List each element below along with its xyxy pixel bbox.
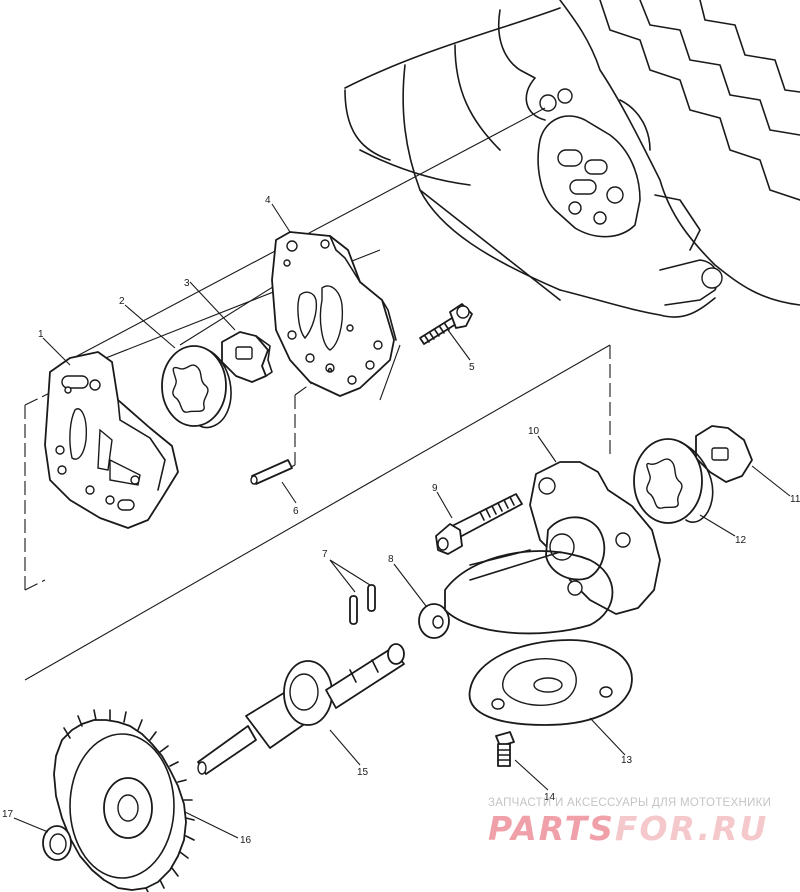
part-2-outer-rotor xyxy=(161,345,232,429)
crankcase xyxy=(344,0,800,318)
callout-15: 15 xyxy=(357,767,369,778)
callout-1: 1 xyxy=(38,329,44,340)
callout-16: 16 xyxy=(240,835,252,846)
callout-12: 12 xyxy=(735,535,747,546)
watermark-logo-part2: FOR.RU xyxy=(614,809,769,848)
part-7-pins xyxy=(349,584,376,625)
part-6-dowel-pin xyxy=(250,459,293,485)
leader-lines xyxy=(13,203,791,839)
callout-3: 3 xyxy=(184,278,190,289)
callout-5: 5 xyxy=(469,362,475,373)
part-14-screw xyxy=(495,731,515,767)
part-13-cover-plate xyxy=(468,639,633,726)
watermark-tagline: ЗАПЧАСТИ И АКСЕССУАРЫ ДЛЯ МОТОТЕХНИКИ xyxy=(488,797,772,809)
callout-13: 13 xyxy=(621,755,633,766)
callout-9: 9 xyxy=(432,483,438,494)
callout-8: 8 xyxy=(388,554,394,565)
cover-gasket xyxy=(444,549,614,635)
part-10-pump-cover xyxy=(529,461,661,615)
callout-4: 4 xyxy=(265,195,271,206)
part-4-pump-plate xyxy=(271,231,397,397)
part-9-long-bolt xyxy=(435,493,523,555)
part-12-outer-rotor xyxy=(633,438,714,524)
callout-11: 11 xyxy=(790,494,800,505)
watermark-logo: PARTSFOR.RU xyxy=(488,809,768,848)
callout-10: 10 xyxy=(528,426,540,437)
callout-7: 7 xyxy=(322,549,328,560)
callout-17: 17 xyxy=(2,809,14,820)
callout-numbers: 1 2 3 4 5 6 7 8 9 10 11 12 13 14 15 16 1… xyxy=(2,195,800,846)
part-16-drive-gear xyxy=(53,709,195,892)
callout-6: 6 xyxy=(293,506,299,517)
watermark-logo-part1: PARTS xyxy=(488,809,615,848)
part-3-inner-rotor xyxy=(221,331,273,383)
callout-14: 14 xyxy=(544,792,556,803)
part-11-inner-rotor xyxy=(695,425,753,483)
callout-2: 2 xyxy=(119,296,125,307)
part-1-pump-body xyxy=(44,351,179,529)
part-17-washer xyxy=(42,825,72,861)
part-5-bolt xyxy=(419,303,473,345)
part-15-pump-shaft xyxy=(197,643,405,775)
part-8-washer xyxy=(418,603,450,639)
